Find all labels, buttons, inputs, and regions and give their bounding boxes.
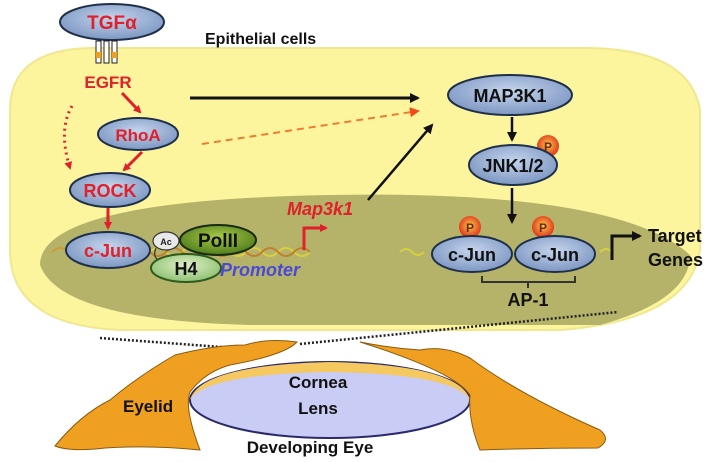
cjun-b-label: c-Jun xyxy=(531,245,579,265)
eye-caption: Developing Eye xyxy=(247,438,374,457)
egfr-label: EGFR xyxy=(84,73,131,92)
eyelid-label: Eyelid xyxy=(123,397,173,416)
h4-node xyxy=(150,253,222,283)
cjun-b-node xyxy=(514,235,596,273)
acetyl-tag xyxy=(152,231,180,251)
map3k1-gene-label: Map3k1 xyxy=(287,199,353,219)
rhoa-node xyxy=(97,117,179,151)
map3k1-node xyxy=(447,74,573,116)
polii-label: PolII xyxy=(198,231,238,252)
promoter-label: Promoter xyxy=(220,260,301,280)
cjun-a-label: c-Jun xyxy=(448,245,496,265)
egfr-rhoa-arrow xyxy=(120,91,142,114)
cjun-a-node xyxy=(431,235,513,273)
polii-node xyxy=(179,224,257,256)
cjun-left-label: c-Jun xyxy=(84,241,132,261)
cjun-left-node xyxy=(65,231,151,269)
jnk-phospho-label: P xyxy=(544,140,552,154)
rhoa-rock-arrow xyxy=(122,150,144,172)
jnk-node xyxy=(468,144,558,186)
egfr-receptor-icon xyxy=(95,40,118,64)
target-genes-label-1: Target xyxy=(648,226,702,246)
rhoa-map3k1-dashed-arrow xyxy=(201,107,420,145)
lens-label: Lens xyxy=(298,399,338,418)
cjun-a-phospho-label: P xyxy=(466,221,474,235)
target-genes-arrow xyxy=(610,231,642,260)
gene-map3k1-arrow xyxy=(367,123,434,201)
cornea xyxy=(190,362,470,400)
cjun-a-phospho-icon xyxy=(459,216,481,238)
cell-title: Epithelial cells xyxy=(205,31,316,48)
rock-label: ROCK xyxy=(84,181,137,201)
zoom-dotted-line-right xyxy=(299,310,619,346)
rhoa-label: RhoA xyxy=(115,126,160,145)
tgfa-ligand xyxy=(59,3,165,41)
cjun-b-phospho-label: P xyxy=(539,221,547,235)
rock-node xyxy=(69,172,151,208)
jnk-label: JNK1/2 xyxy=(482,156,543,176)
ap1-bracket xyxy=(481,276,576,288)
transcription-start-arrow xyxy=(302,224,328,250)
cornea-label: Cornea xyxy=(289,373,348,392)
eyelid-left xyxy=(54,340,299,451)
zoom-dotted-line-left xyxy=(99,336,263,352)
map3k1-label: MAP3K1 xyxy=(473,86,546,106)
ap1-label: AP-1 xyxy=(507,290,548,310)
h4-label: H4 xyxy=(174,259,197,279)
developing-eye: Eyelid Cornea Lens Developing Eye xyxy=(54,340,606,457)
cjun-b-phospho-icon xyxy=(532,216,554,238)
eyelid-right xyxy=(359,341,606,451)
target-genes-label-2: Genes xyxy=(648,250,703,270)
tgfa-label: TGFα xyxy=(87,13,137,34)
acetyl-label: Ac xyxy=(160,237,172,247)
